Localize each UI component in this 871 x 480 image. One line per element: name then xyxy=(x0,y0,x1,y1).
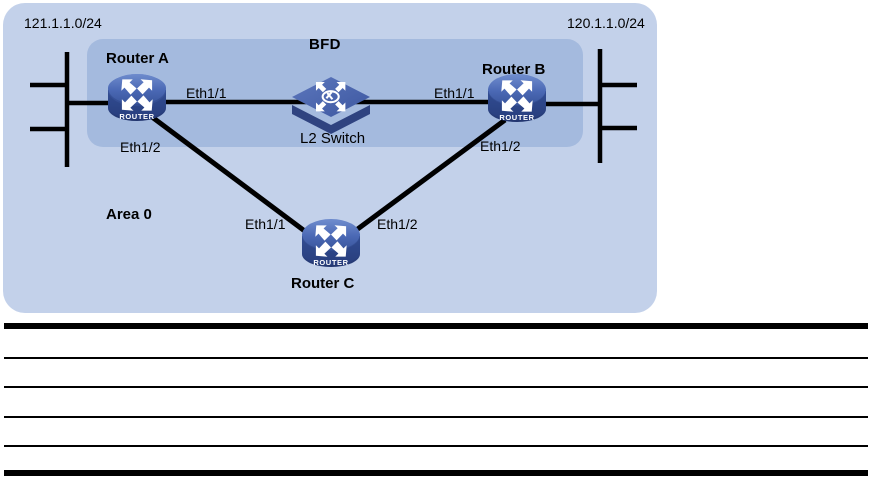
router-b-eth1-2-label: Eth1/2 xyxy=(480,138,521,154)
router-a-icon: ROUTER xyxy=(108,74,166,121)
router-c-eth1-1-label: Eth1/1 xyxy=(245,216,286,232)
bfd-zone-label: BFD xyxy=(309,36,341,53)
router-c-label: Router C xyxy=(291,275,355,292)
link-routerc-routerb xyxy=(353,117,507,234)
l2-switch-icon xyxy=(292,77,370,134)
router-b-label: Router B xyxy=(482,61,546,78)
svg-text:ROUTER: ROUTER xyxy=(119,112,154,121)
area0-zone-label: Area 0 xyxy=(106,206,152,223)
table-rules xyxy=(4,323,868,476)
svg-text:ROUTER: ROUTER xyxy=(499,113,534,122)
svg-text:ROUTER: ROUTER xyxy=(313,258,348,267)
link-routera-routerc xyxy=(150,114,308,235)
router-b-eth1-1-label: Eth1/1 xyxy=(434,85,475,101)
router-a-label: Router A xyxy=(106,50,169,67)
router-a-eth1-2-label: Eth1/2 xyxy=(120,139,161,155)
router-a-eth1-1-label: Eth1/1 xyxy=(186,85,227,101)
l2-switch-label: L2 Switch xyxy=(300,130,366,147)
router-b-icon: ROUTER xyxy=(488,74,546,122)
right-network-label: 120.1.1.0/24 xyxy=(567,15,645,31)
left-network-bus xyxy=(30,52,70,167)
router-c-icon: ROUTER xyxy=(302,219,360,267)
router-c-eth1-2-label: Eth1/2 xyxy=(377,216,418,232)
left-network-label: 121.1.1.0/24 xyxy=(24,15,102,31)
